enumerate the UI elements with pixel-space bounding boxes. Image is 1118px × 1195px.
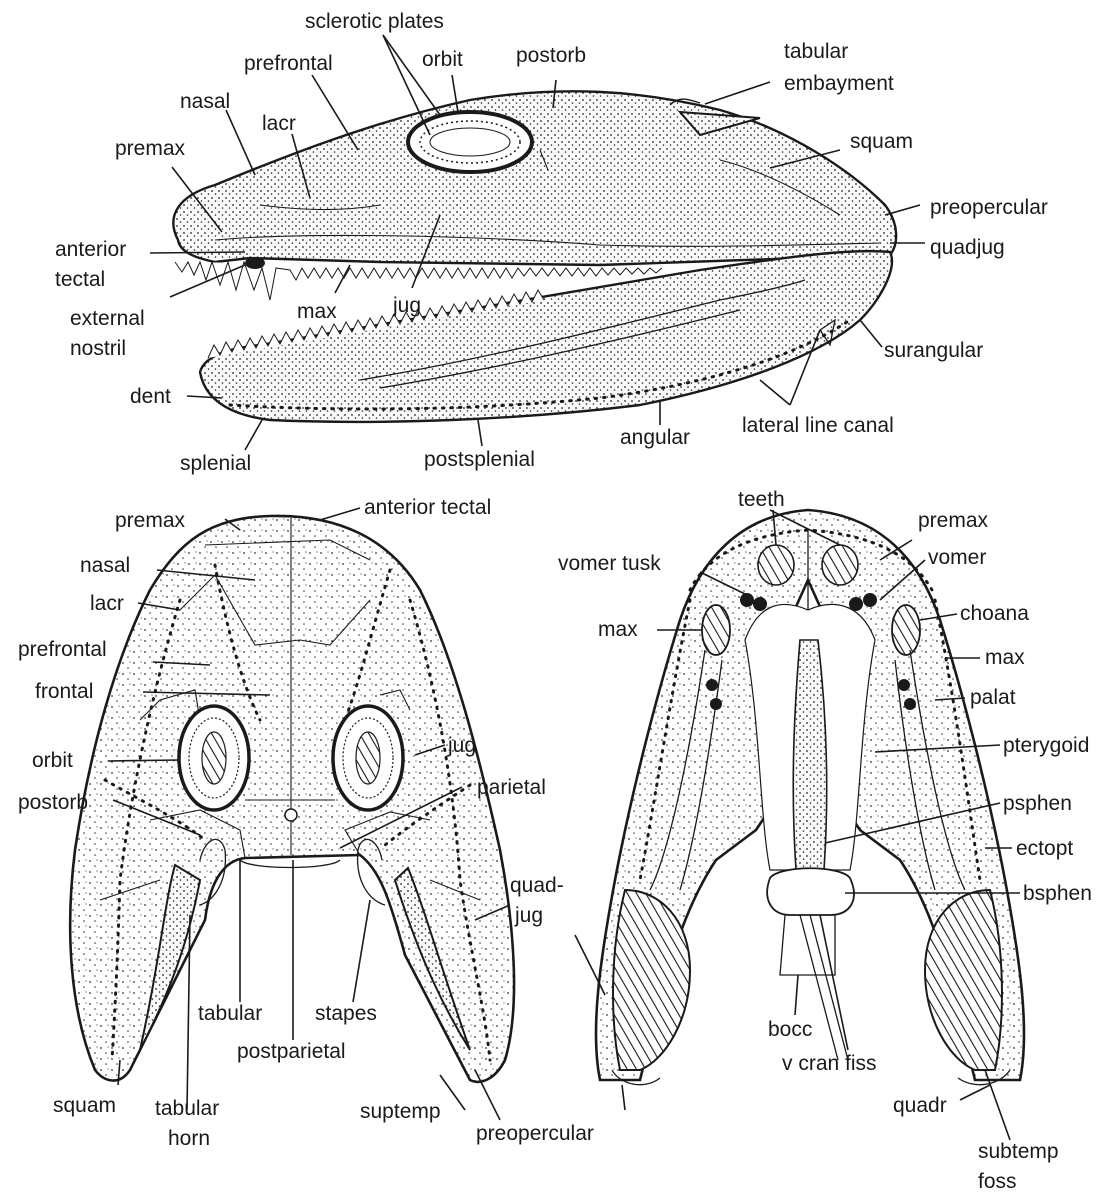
label-stapes: stapes (315, 1002, 377, 1025)
choana-right (892, 605, 920, 655)
label-postorb: postorb (516, 44, 586, 67)
label-external-nostril-2: nostril (70, 337, 126, 360)
label-bsphen: bsphen (1023, 882, 1092, 905)
palatal-view (575, 510, 1024, 1140)
label-orbit: orbit (422, 48, 463, 71)
label-premax: premax (918, 509, 989, 532)
label-teeth: teeth (738, 488, 785, 511)
label-suptemp: suptemp (360, 1100, 441, 1123)
label-choana: choana (960, 602, 1029, 625)
label-nasal: nasal (180, 90, 230, 113)
label-lateral-line-canal: lateral line canal (742, 414, 894, 437)
label-prefrontal: prefrontal (244, 52, 333, 75)
label-max-left: max (598, 618, 638, 641)
label-squam: squam (850, 130, 913, 153)
label-tabular-horn-2: horn (168, 1127, 210, 1150)
label-anterior-tectal: anterior tectal (364, 496, 491, 519)
label-parietal: parietal (477, 776, 546, 799)
label-sclerotic-plates: sclerotic plates (305, 10, 444, 33)
label-vomer: vomer (928, 546, 986, 569)
dorsal-orbit-right (333, 706, 403, 810)
parasphenoid (793, 640, 826, 870)
label-surangular: surangular (884, 339, 983, 362)
label-preopercular: preopercular (930, 196, 1048, 219)
label-anterior-tectal-1: anterior (55, 238, 126, 261)
label-pterygoid: pterygoid (1003, 734, 1089, 757)
label-max-right: max (985, 646, 1025, 669)
label-squam: squam (53, 1094, 116, 1117)
label-psphen: psphen (1003, 792, 1072, 815)
label-anterior-tectal-2: tectal (55, 268, 105, 291)
label-ectopt: ectopt (1016, 837, 1073, 860)
label-tabular-horn-1: tabular (155, 1097, 219, 1120)
label-orbit: orbit (32, 749, 73, 772)
lateral-mandible (200, 251, 892, 422)
label-premax: premax (115, 137, 186, 160)
label-external-nostril-1: external (70, 307, 145, 330)
label-quadjug-2: jug (514, 904, 543, 927)
label-postparietal: postparietal (237, 1040, 346, 1063)
label-tabular-embayment-2: embayment (784, 72, 894, 95)
choana-left (702, 605, 730, 655)
label-subtemp-foss-2: foss (978, 1170, 1017, 1193)
label-max: max (297, 300, 337, 323)
label-postorb: postorb (18, 791, 88, 814)
basisphenoid (767, 868, 854, 915)
dorsal-orbit-left (179, 706, 249, 810)
lateral-view (173, 91, 896, 422)
label-vomer-tusk: vomer tusk (558, 552, 661, 575)
label-prefrontal: prefrontal (18, 638, 107, 661)
label-quadjug: quadjug (930, 236, 1005, 259)
label-angular: angular (620, 426, 690, 449)
label-premax: premax (115, 509, 186, 532)
label-tabular-embayment-1: tabular (784, 40, 848, 63)
label-quadjug-1: quad- (510, 874, 564, 897)
label-frontal: frontal (35, 680, 93, 703)
label-lacr: lacr (90, 592, 124, 615)
label-lacr: lacr (262, 112, 296, 135)
label-quadr: quadr (893, 1094, 947, 1117)
lateral-orbit (408, 112, 532, 172)
label-postsplenial: postsplenial (424, 448, 535, 471)
label-v-cran-fiss: v cran fiss (782, 1052, 877, 1075)
dorsal-view (70, 508, 514, 1120)
label-palat: palat (970, 686, 1016, 709)
label-splenial: splenial (180, 452, 251, 475)
label-nasal: nasal (80, 554, 130, 577)
label-subtemp-foss-1: subtemp (978, 1140, 1059, 1163)
label-dent: dent (130, 385, 171, 408)
label-bocc: bocc (768, 1018, 812, 1041)
label-tabular: tabular (198, 1002, 262, 1025)
label-jug: jug (392, 294, 421, 317)
label-jug: jug (447, 734, 476, 757)
label-preopercular: preopercular (476, 1122, 594, 1145)
